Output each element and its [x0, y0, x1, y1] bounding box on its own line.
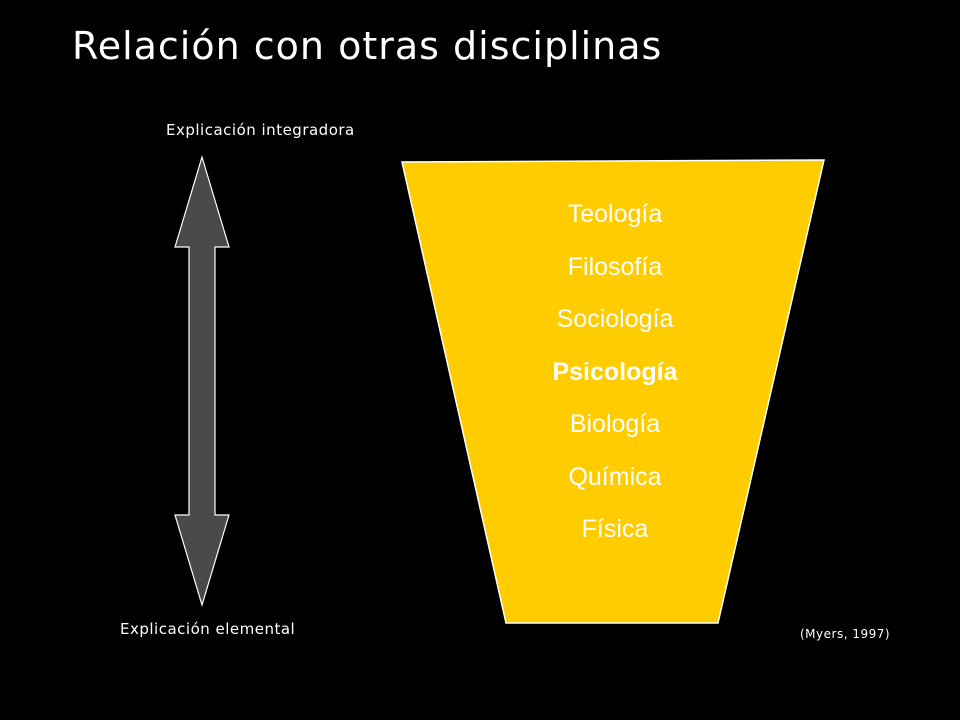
slide-title: Relación con otras disciplinas — [72, 24, 663, 68]
discipline-item: Química — [568, 462, 662, 491]
double-headed-arrow — [174, 155, 230, 607]
discipline-funnel — [401, 159, 825, 624]
discipline-item: Sociología — [556, 305, 674, 333]
discipline-item: Biología — [569, 410, 661, 438]
discipline-item: Psicología — [552, 357, 678, 386]
discipline-item: Física — [581, 515, 649, 543]
funnel-shape — [401, 159, 825, 624]
discipline-item: Filosofía — [567, 252, 663, 281]
double-headed-arrow-shape — [174, 155, 230, 607]
discipline-item: Teología — [567, 200, 663, 228]
integrative-explanation-label: Explicación integradora — [166, 121, 355, 139]
elemental-explanation-label: Explicación elemental — [120, 620, 296, 638]
citation: (Myers, 1997) — [800, 627, 891, 641]
